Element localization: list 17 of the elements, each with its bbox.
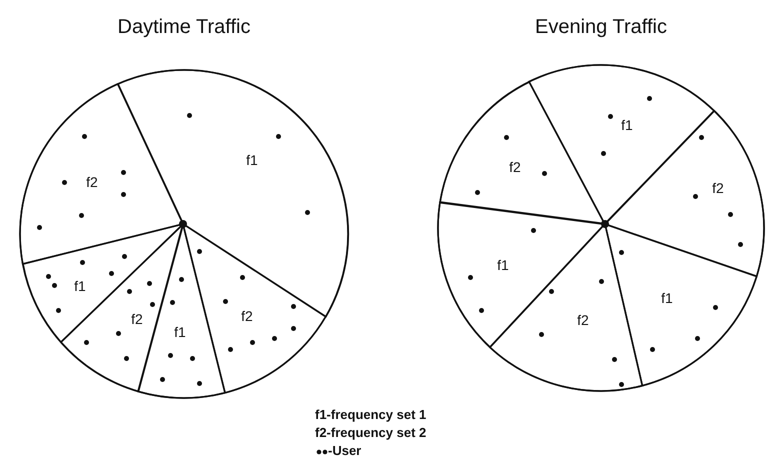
circle-heading: Evening Traffic [535, 16, 667, 39]
circle-heading: Daytime Traffic [118, 16, 250, 39]
legend-text: f2-frequency set 2 [315, 425, 426, 440]
frequency-label: f1 [174, 324, 186, 340]
frequency-label: f1 [661, 290, 673, 306]
frequency-label: f2 [577, 312, 589, 328]
frequency-label: f1 [497, 256, 509, 273]
legend-label: -User [328, 443, 362, 458]
frequency-label: f2 [712, 180, 724, 196]
legend-text: f1-frequency set 1 [315, 407, 426, 422]
frequency-label: f2 [509, 158, 521, 175]
frequency-label: f1 [246, 152, 258, 168]
frequency-label: f2 [86, 174, 98, 190]
frequency-label: f1 [74, 278, 86, 294]
frequency-label: f2 [241, 308, 253, 324]
frequency-label: f2 [131, 311, 143, 327]
frequency-label: f1 [621, 116, 633, 133]
